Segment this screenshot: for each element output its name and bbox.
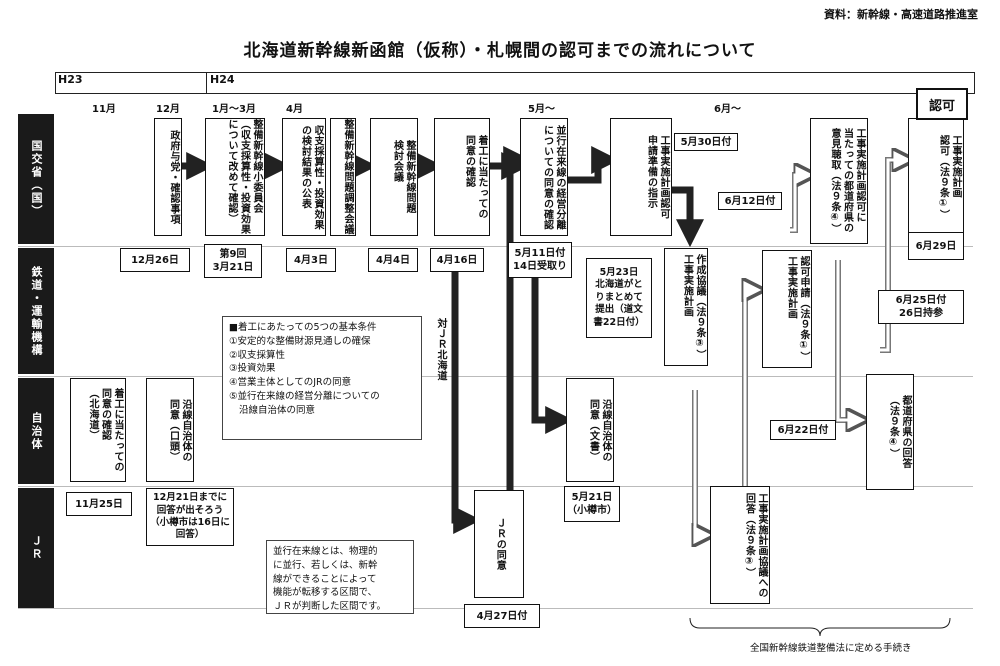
date-label: 6月25日付 26日持参 [878,290,964,324]
step-seifu-yoto: 政府与党・確認事項 [154,118,182,236]
step-chakko-doui: 着工に当たっての 同意の確認 [434,118,490,236]
step-jr-doui: ＪＲの同意 [474,490,524,598]
tai-jr-label: 対ＪＲ北海道 [435,317,446,381]
lane-divider [18,486,973,487]
condition-item: ④営業主体としてのJRの同意 [229,377,352,389]
date-label: 6月29日 [908,232,964,260]
step-shoiinkai: 整備新幹線小委員会 （収支採算性・投資効果 について改めて確認） [205,118,265,236]
step-ninka-shinsei: 認可申請（法９条①） 工事実施計画 [762,250,812,368]
step-kentou-kekka: 収支採算性・投資効果 の検討結果の公表 [282,118,326,236]
month-may: 5月〜 [528,104,555,115]
year-h24: H24 [210,73,235,86]
page-title: 北海道新幹線新函館（仮称）・札幌間の認可までの流れについて [243,41,757,61]
date-label: 5月11日付 14日受取り [508,242,572,278]
step-enseni-koto: 沿線自治体の 同意（口頭） [146,378,194,482]
conditions-note: ■着工にあたっての5つの基本条件 ①安定的な整備財源見通しの確保 ②収支採算性 … [222,316,422,440]
step-heiko-zairai: 並行在来線の経営分離 についての同意の確認 [520,118,568,236]
date-label: 4月27日付 [464,604,540,628]
date-label: 6月12日付 [718,192,782,210]
lane-kokkosho: 国交省（国） [18,114,54,244]
date-label: 4月16日 [430,248,484,272]
date-label: 5月30日付 [674,133,738,151]
year-divider [206,72,207,94]
date-label: 5月23日 北海道がと りまとめて 提出（道文 書22日付） [586,258,652,338]
year-h23: H23 [58,73,83,86]
lane-jichitai: 自治体 [18,378,54,484]
lane-divider [18,246,973,247]
step-todofuken-kaito: 都道府県の回答 （法９条④） [866,374,914,490]
step-chosei-kaigi: 整備新幹線問題調整会議 [330,118,356,236]
step-jr-kaito: 工事実施計画協議への 回答（法９条③） [710,486,770,604]
year-bar [55,72,975,94]
source-label: 資料：新幹線・高速道路推進室 [824,8,978,21]
month-apr: 4月 [286,104,303,115]
month-jan-mar: 1月〜3月 [212,104,256,115]
date-label: 12月26日 [120,248,190,272]
step-iken-chosyu: 工事実施計画認可に 当たっての都道府県の 意見聴取（法９条④） [810,118,868,244]
month-dec: 12月 [156,104,180,115]
condition-item: ⑤並行在来線の経営分離についての [229,390,380,402]
ninka-label: 認可 [916,88,968,120]
date-label: 11月25日 [66,492,132,516]
lane-jr: ＪＲ [18,488,54,608]
lane-divider [18,376,973,377]
step-sakusei-kyogi: 作成協議（法９条③） 工事実施計画 [664,248,708,366]
lane-tetsudo: 鉄道・運輸機構 [18,248,54,374]
step-enseni-bunsho: 沿線自治体の 同意（文書） [566,378,614,482]
parallel-line-note: 並行在来線とは、物理的 に並行、若しくは、新幹 線ができることによって 機能が転… [266,540,414,614]
date-label: 6月22日付 [770,420,836,440]
date-label: 12月21日までに 回答が出そろう （小樽市は16日に 回答） [146,488,234,546]
step-kentou-kaigi: 整備新幹線問題 検討会議 [370,118,418,236]
condition-item: ①安定的な整備財源見通しの確保 [229,335,371,347]
month-jun: 6月〜 [714,104,741,115]
footer-note: 全国新幹線鉄道整備法に定める手続き [750,643,912,654]
date-label: 4月3日 [286,248,336,272]
month-nov: 11月 [92,104,116,115]
date-label: 5月21日 （小樽市） [564,486,620,522]
step-ninka: 工事実施計画 認可（法９条①） [908,118,964,236]
condition-item: ③投資効果 [229,363,276,375]
step-hokkaido-doui: 着工に当たっての 同意の確認 （北海道） [70,378,126,482]
date-label: 第9回 3月21日 [204,244,262,278]
condition-item: 沿線自治体の同意 [239,404,316,416]
conditions-heading: ■着工にあたっての5つの基本条件 [229,322,377,333]
step-shinsei-junbi: 工事実施計画認可 申請準備の指示 [610,118,672,236]
condition-item: ②収支採算性 [229,349,286,361]
date-label: 4月4日 [368,248,418,272]
